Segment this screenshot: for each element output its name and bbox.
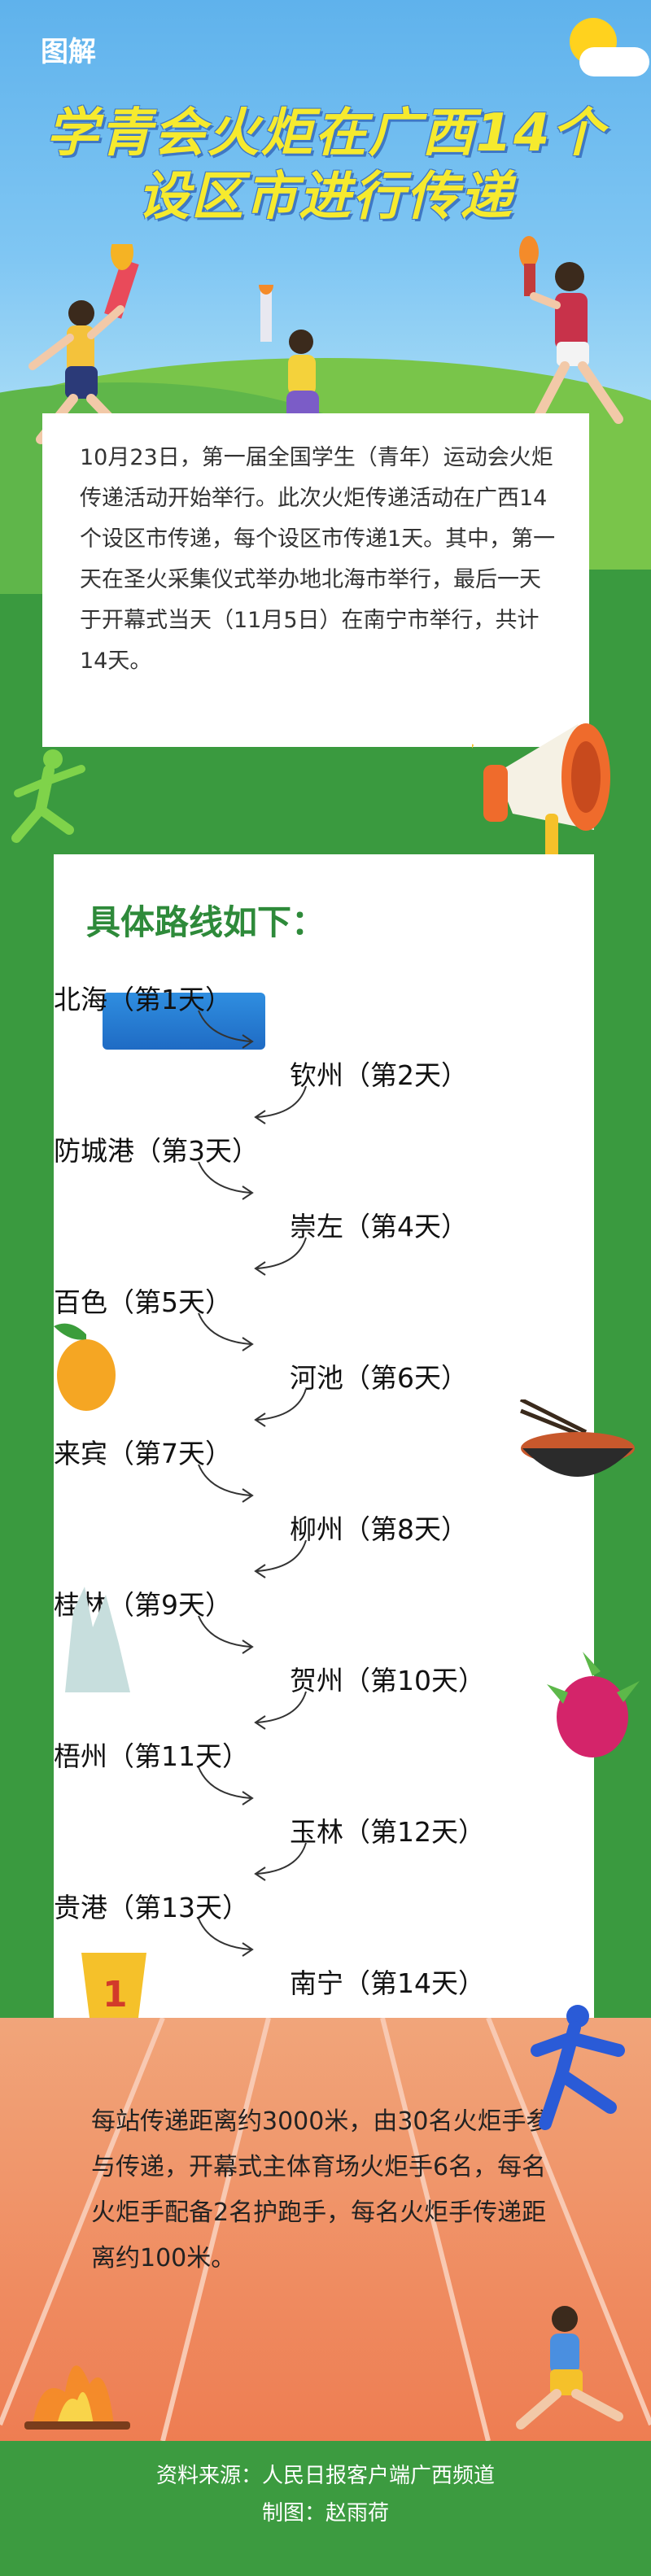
page-title-line1: 学青会火炬在广西14个 — [46, 103, 605, 164]
torch-runner-right-illustration — [519, 236, 623, 424]
data-source: 资料来源：人民日报客户端广西频道 — [155, 2464, 495, 2488]
route-stop: 梧州（第11天） — [54, 1740, 249, 1772]
route-arrow-icon — [198, 1918, 254, 1957]
sprinter-silhouette-icon — [531, 2005, 625, 2130]
route-card: 具体路线如下： 北海（第1天） 钦州（第2天） 防城港（第3天） 崇左（第4天） 百色（… — [54, 854, 594, 2050]
route-arrow-icon — [254, 1237, 307, 1276]
intro-card: 10月23日，第一届全国学生（青年）运动会火炬传递活动开始举行。此次火炬传递活动… — [42, 413, 589, 747]
chart-credit: 制图：赵雨荷 — [261, 2501, 389, 2526]
karst-mountain-icon — [65, 1587, 130, 1692]
route-arrow-icon — [254, 1085, 307, 1124]
route-arrow-icon — [198, 1312, 254, 1351]
pictogram-runner-icon — [11, 749, 85, 843]
megaphone-icon — [472, 723, 610, 862]
page-title-line2: 设区市进行传递 — [138, 167, 513, 227]
cloud-icon — [579, 47, 649, 76]
route-arrow-icon — [198, 1464, 254, 1503]
route-arrow-icon — [254, 1539, 307, 1578]
route-stop: 玉林（第12天） — [290, 1816, 485, 1848]
route-arrow-icon — [254, 1388, 307, 1427]
track-lanes-illustration — [0, 2018, 651, 2441]
route-stop: 钦州（第2天） — [290, 1059, 468, 1091]
cauldron-fire-icon — [24, 2365, 130, 2430]
route-arrow-icon — [254, 1842, 307, 1881]
relay-details-paragraph: 每站传递距离约3000米，由30名火炬手参与传递，开幕式主体育场火炬手6名，每名… — [91, 2107, 551, 2273]
route-stop: 来宾（第7天） — [54, 1438, 232, 1469]
route-stop: 崇左（第4天） — [290, 1211, 468, 1242]
running-track-background — [0, 2018, 651, 2441]
route-arrow-icon — [198, 1161, 254, 1200]
footer-band — [0, 2441, 651, 2576]
route-stop: 百色（第5天） — [54, 1286, 232, 1318]
sky-background — [0, 0, 651, 423]
route-stop: 贺州（第10天） — [290, 1665, 485, 1696]
runner-athlete-illustration — [516, 2306, 623, 2430]
noodle-bowl-icon — [519, 1399, 635, 1477]
intro-paragraph: 10月23日，第一届全国学生（青年）运动会火炬传递活动开始举行。此次火炬传递活动… — [80, 445, 556, 674]
svg-text:1: 1 — [103, 1974, 128, 2015]
infographic-tag: 图解 — [41, 36, 96, 68]
route-stop: 防城港（第3天） — [54, 1135, 259, 1167]
route-arrow-icon — [198, 1766, 254, 1805]
route-arrow-icon — [254, 1691, 307, 1730]
route-stop: 南宁（第14天） — [290, 1967, 485, 1999]
route-title: 具体路线如下： — [86, 902, 326, 942]
mango-icon — [54, 1323, 116, 1411]
dragon-fruit-icon — [547, 1652, 640, 1757]
route-arrow-icon — [198, 1615, 254, 1654]
route-stop: 柳州（第8天） — [290, 1513, 468, 1545]
route-stop: 北海（第1天） — [54, 984, 232, 1015]
route-stop: 河池（第6天） — [290, 1362, 468, 1394]
route-arrow-icon — [198, 1010, 254, 1049]
route-stop: 贵港（第13天） — [54, 1892, 249, 1923]
